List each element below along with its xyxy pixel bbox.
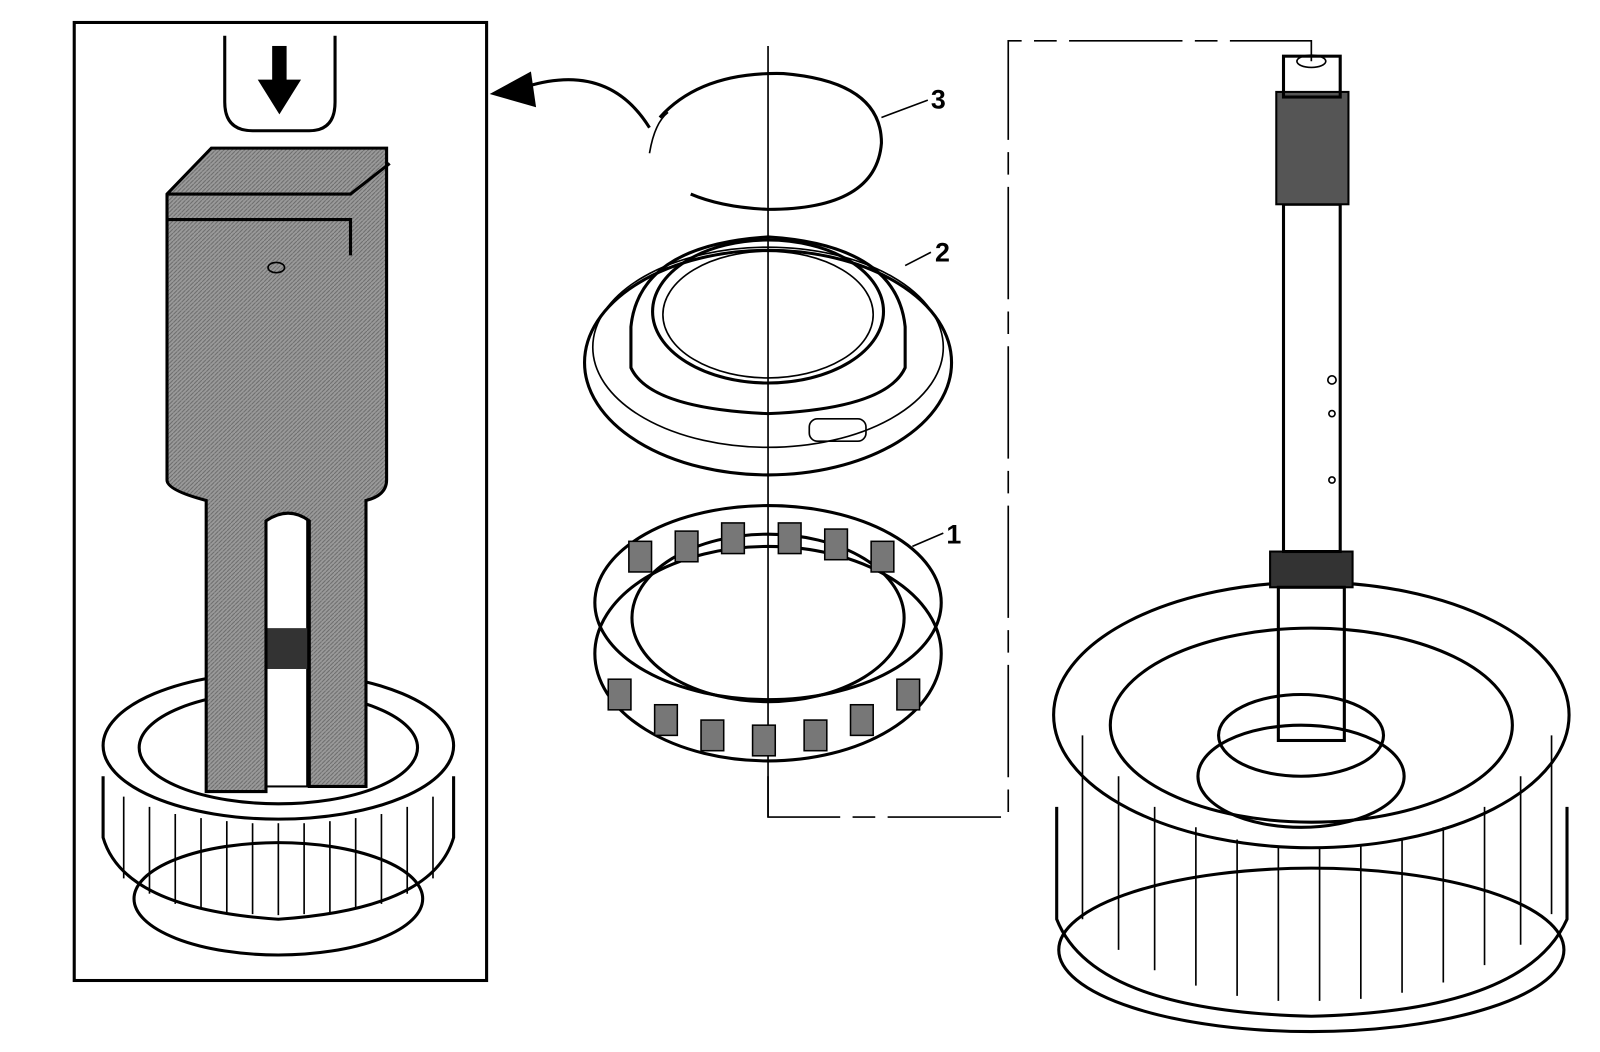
spring-assembly: 1 <box>593 504 961 763</box>
installer-tool <box>165 146 391 794</box>
callout-3: 3 <box>931 84 946 114</box>
drum-and-shaft-assembly <box>1052 54 1571 1034</box>
assembly-centerline <box>767 40 1313 818</box>
retainer-plate: 2 <box>582 235 954 477</box>
press-ram <box>223 35 337 133</box>
inset-panel <box>72 20 489 983</box>
curved-arrow-icon <box>489 71 651 129</box>
callout-2: 2 <box>935 238 950 268</box>
down-arrow-icon <box>257 45 302 115</box>
callout-1: 1 <box>946 519 961 549</box>
snap-ring: 3 <box>648 71 946 211</box>
